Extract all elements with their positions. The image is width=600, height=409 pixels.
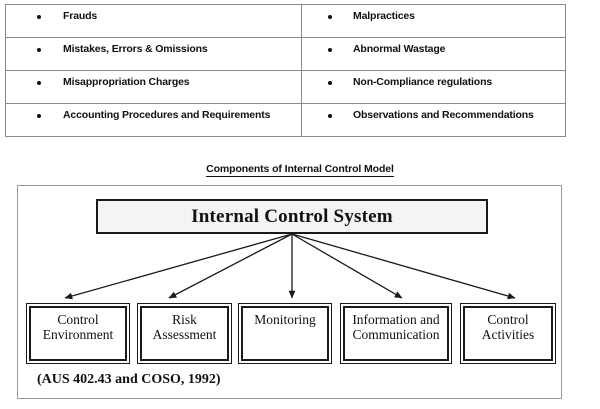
- arrow-to-control-environment: [64, 233, 293, 300]
- bullet-item: Malpractices: [302, 5, 565, 23]
- bullet-item-label: Malpractices: [353, 10, 415, 22]
- bullet-item-label: Misappropriation Charges: [63, 76, 190, 88]
- bullet-item-label: Frauds: [63, 10, 98, 22]
- bullet-item: Accounting Procedures and Requirements: [6, 104, 301, 122]
- component-label: Monitoring: [254, 312, 316, 327]
- bullet-item: Non-Compliance regulations: [302, 71, 565, 89]
- bullet-item: Abnormal Wastage: [302, 38, 565, 56]
- component-box-information-and-communication: Information and Communication: [340, 303, 452, 364]
- bullet-dot-icon: [328, 114, 332, 118]
- table-cell-left: Frauds: [5, 4, 302, 38]
- component-box-control-activities: Control Activities: [460, 303, 556, 364]
- arrow-to-risk-assessment: [168, 233, 293, 299]
- table-row: Mistakes, Errors & Omissions Abnormal Wa…: [5, 37, 566, 71]
- table-cell-right: Malpractices: [301, 4, 566, 38]
- component-box-inner: Control Activities: [463, 306, 553, 361]
- table-cell-left: Mistakes, Errors & Omissions: [5, 37, 302, 71]
- table-cell-right: Abnormal Wastage: [301, 37, 566, 71]
- component-label: Control Activities: [481, 312, 535, 342]
- bullet-item-label: Observations and Recommendations: [353, 109, 534, 121]
- bullet-dot-icon: [37, 114, 41, 118]
- bullet-dot-icon: [328, 81, 332, 85]
- table-row: Misappropriation Charges Non-Compliance …: [5, 70, 566, 104]
- component-label: Control Environment: [42, 312, 114, 342]
- bullet-item-label: Accounting Procedures and Requirements: [63, 109, 271, 121]
- table-row: Accounting Procedures and Requirements O…: [5, 103, 566, 137]
- diagram-title-text: Components of Internal Control Model: [206, 163, 394, 177]
- table-cell-left: Accounting Procedures and Requirements: [5, 103, 302, 137]
- table-body: Frauds Malpractices Mistakes, Errors & O…: [5, 4, 566, 137]
- table-cell-right: Non-Compliance regulations: [301, 70, 566, 104]
- bullet-dot-icon: [37, 15, 41, 19]
- internal-control-model-diagram: Internal Control System Control Environm…: [17, 185, 562, 399]
- component-box-risk-assessment: Risk Assessment: [137, 303, 232, 364]
- bullet-dot-icon: [37, 48, 41, 52]
- table-cell-left: Misappropriation Charges: [5, 70, 302, 104]
- root-node-label: Internal Control System: [191, 205, 393, 227]
- component-box-inner: Risk Assessment: [140, 306, 229, 361]
- root-node-internal-control-system: Internal Control System: [96, 199, 488, 234]
- bullet-item-label: Non-Compliance regulations: [353, 76, 493, 88]
- component-box-inner: Information and Communication: [343, 306, 449, 361]
- bullet-item: Mistakes, Errors & Omissions: [6, 38, 301, 56]
- bullet-dot-icon: [328, 48, 332, 52]
- bullet-item-label: Mistakes, Errors & Omissions: [63, 43, 208, 55]
- arrow-to-information-and-communication: [291, 233, 403, 299]
- bullet-item: Misappropriation Charges: [6, 71, 301, 89]
- diagram-source-note: (AUS 402.43 and COSO, 1992): [37, 372, 221, 387]
- table-cell-right: Observations and Recommendations: [301, 103, 566, 137]
- bullet-item: Frauds: [6, 5, 301, 23]
- table-row: Frauds Malpractices: [5, 4, 566, 38]
- component-label: Risk Assessment: [152, 312, 217, 342]
- bullet-dot-icon: [328, 15, 332, 19]
- arrow-to-control-activities: [291, 233, 516, 300]
- component-box-inner: Monitoring: [241, 306, 329, 361]
- component-box-control-environment: Control Environment: [26, 303, 130, 364]
- bullet-item: Observations and Recommendations: [302, 104, 565, 122]
- bullet-dot-icon: [37, 81, 41, 85]
- diagram-title: Components of Internal Control Model: [0, 163, 600, 177]
- audit-issues-table: Frauds Malpractices Mistakes, Errors & O…: [5, 4, 566, 137]
- component-box-monitoring: Monitoring: [238, 303, 332, 364]
- bullet-item-label: Abnormal Wastage: [353, 43, 446, 55]
- component-box-inner: Control Environment: [29, 306, 127, 361]
- component-label: Information and Communication: [352, 312, 440, 342]
